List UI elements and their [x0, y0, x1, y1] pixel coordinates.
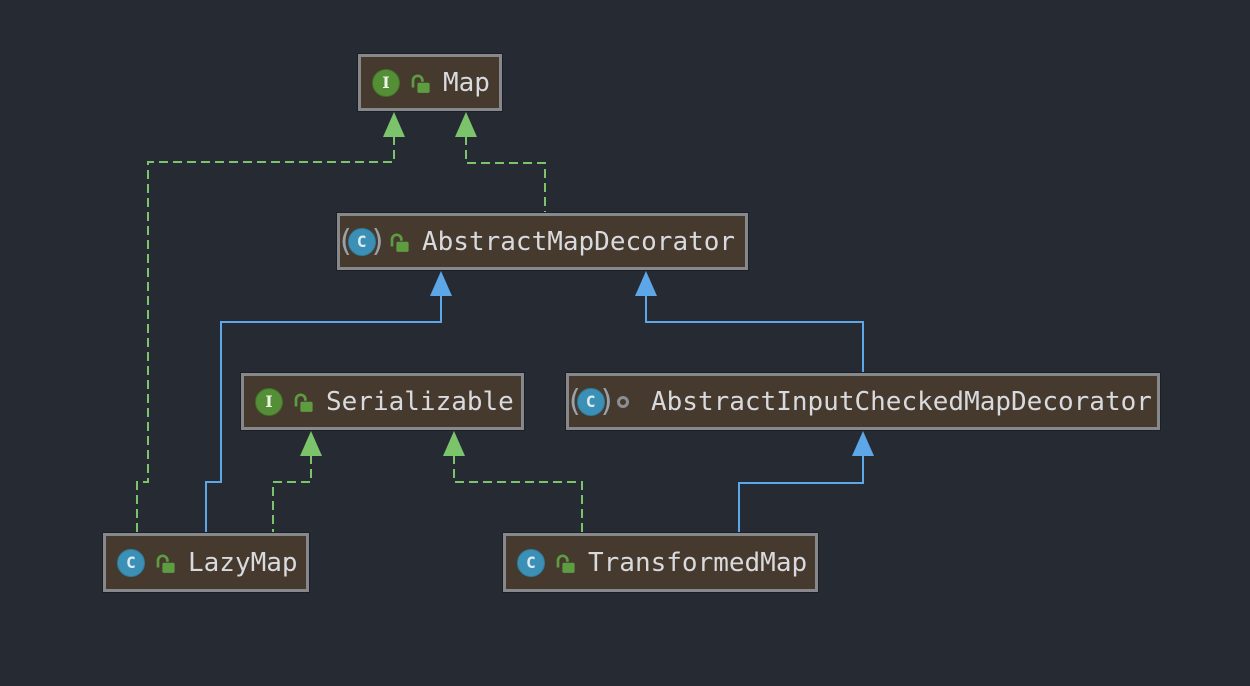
package-private-icon — [617, 395, 629, 408]
edge-abstract-input-checked-map-decorator-extends-abstract-map-decorator[interactable] — [645, 295, 864, 373]
edge-lazy-map-implements-map[interactable] — [136, 136, 395, 533]
edge-lazy-map-extends-abstract-map-decorator[interactable] — [205, 295, 442, 533]
unlocked-icon — [388, 230, 411, 253]
class-icon: C — [517, 548, 545, 577]
node-map[interactable]: I Map — [358, 54, 502, 111]
left-paren-icon: ( — [340, 223, 352, 259]
package-private-ring — [617, 395, 629, 408]
node-abstract-map-decorator[interactable]: (C) AbstractMapDecorator — [337, 213, 748, 270]
class-letter-badge: C — [117, 548, 145, 577]
node-abstract-input-checked-map-decorator[interactable]: (C) AbstractInputCheckedMapDecorator — [566, 373, 1160, 430]
right-paren-icon: ) — [600, 383, 613, 419]
extends-arrowhead-icon — [430, 271, 452, 296]
interface-icon: I — [372, 68, 400, 97]
class-letter-badge: C — [576, 387, 605, 416]
node-label: AbstractMapDecorator — [422, 226, 736, 257]
unlocked-icon — [292, 390, 315, 413]
unlocked-glyph — [294, 393, 313, 412]
extends-arrowhead-icon — [635, 271, 657, 296]
unlocked-glyph — [411, 74, 430, 93]
node-label: TransformedMap — [588, 547, 808, 578]
implements-arrowhead-icon — [383, 112, 405, 137]
abstract-class-icon: (C) — [340, 226, 383, 256]
abstract-class-icon: (C) — [569, 386, 612, 416]
implements-arrowhead-icon — [455, 112, 477, 137]
unlocked-glyph — [556, 554, 575, 573]
node-label: LazyMap — [188, 547, 298, 578]
class-letter-badge: C — [347, 227, 376, 256]
node-label: Map — [443, 67, 490, 98]
class-letter-badge: C — [517, 548, 545, 577]
interface-letter-badge: I — [255, 387, 283, 416]
edge-transformed-map-implements-serializable[interactable] — [453, 455, 583, 533]
node-transformed-map[interactable]: C TransformedMap — [503, 533, 818, 592]
unlocked-glyph — [156, 554, 175, 573]
node-label: AbstractInputCheckedMapDecorator — [651, 386, 1152, 417]
edge-lazy-map-implements-serializable[interactable] — [272, 455, 312, 533]
unlocked-icon — [554, 551, 577, 574]
unlocked-icon — [154, 551, 177, 574]
interface-letter-badge: I — [372, 68, 400, 97]
left-paren-icon: ( — [569, 383, 581, 419]
unlocked-icon — [409, 71, 432, 94]
edge-transformed-map-extends-abstract-input-checked-map-decorator[interactable] — [738, 455, 864, 533]
extends-arrowhead-icon — [852, 431, 874, 456]
node-label: Serializable — [326, 386, 514, 417]
edge-abstract-map-decorator-implements-map[interactable] — [465, 136, 546, 213]
implements-arrowhead-icon — [443, 431, 465, 456]
interface-icon: I — [255, 387, 283, 416]
node-serializable[interactable]: I Serializable — [241, 373, 524, 430]
right-paren-icon: ) — [371, 223, 384, 259]
node-lazy-map[interactable]: C LazyMap — [103, 533, 309, 592]
unlocked-glyph — [390, 233, 409, 252]
implements-arrowhead-icon — [300, 431, 322, 456]
class-icon: C — [117, 548, 145, 577]
